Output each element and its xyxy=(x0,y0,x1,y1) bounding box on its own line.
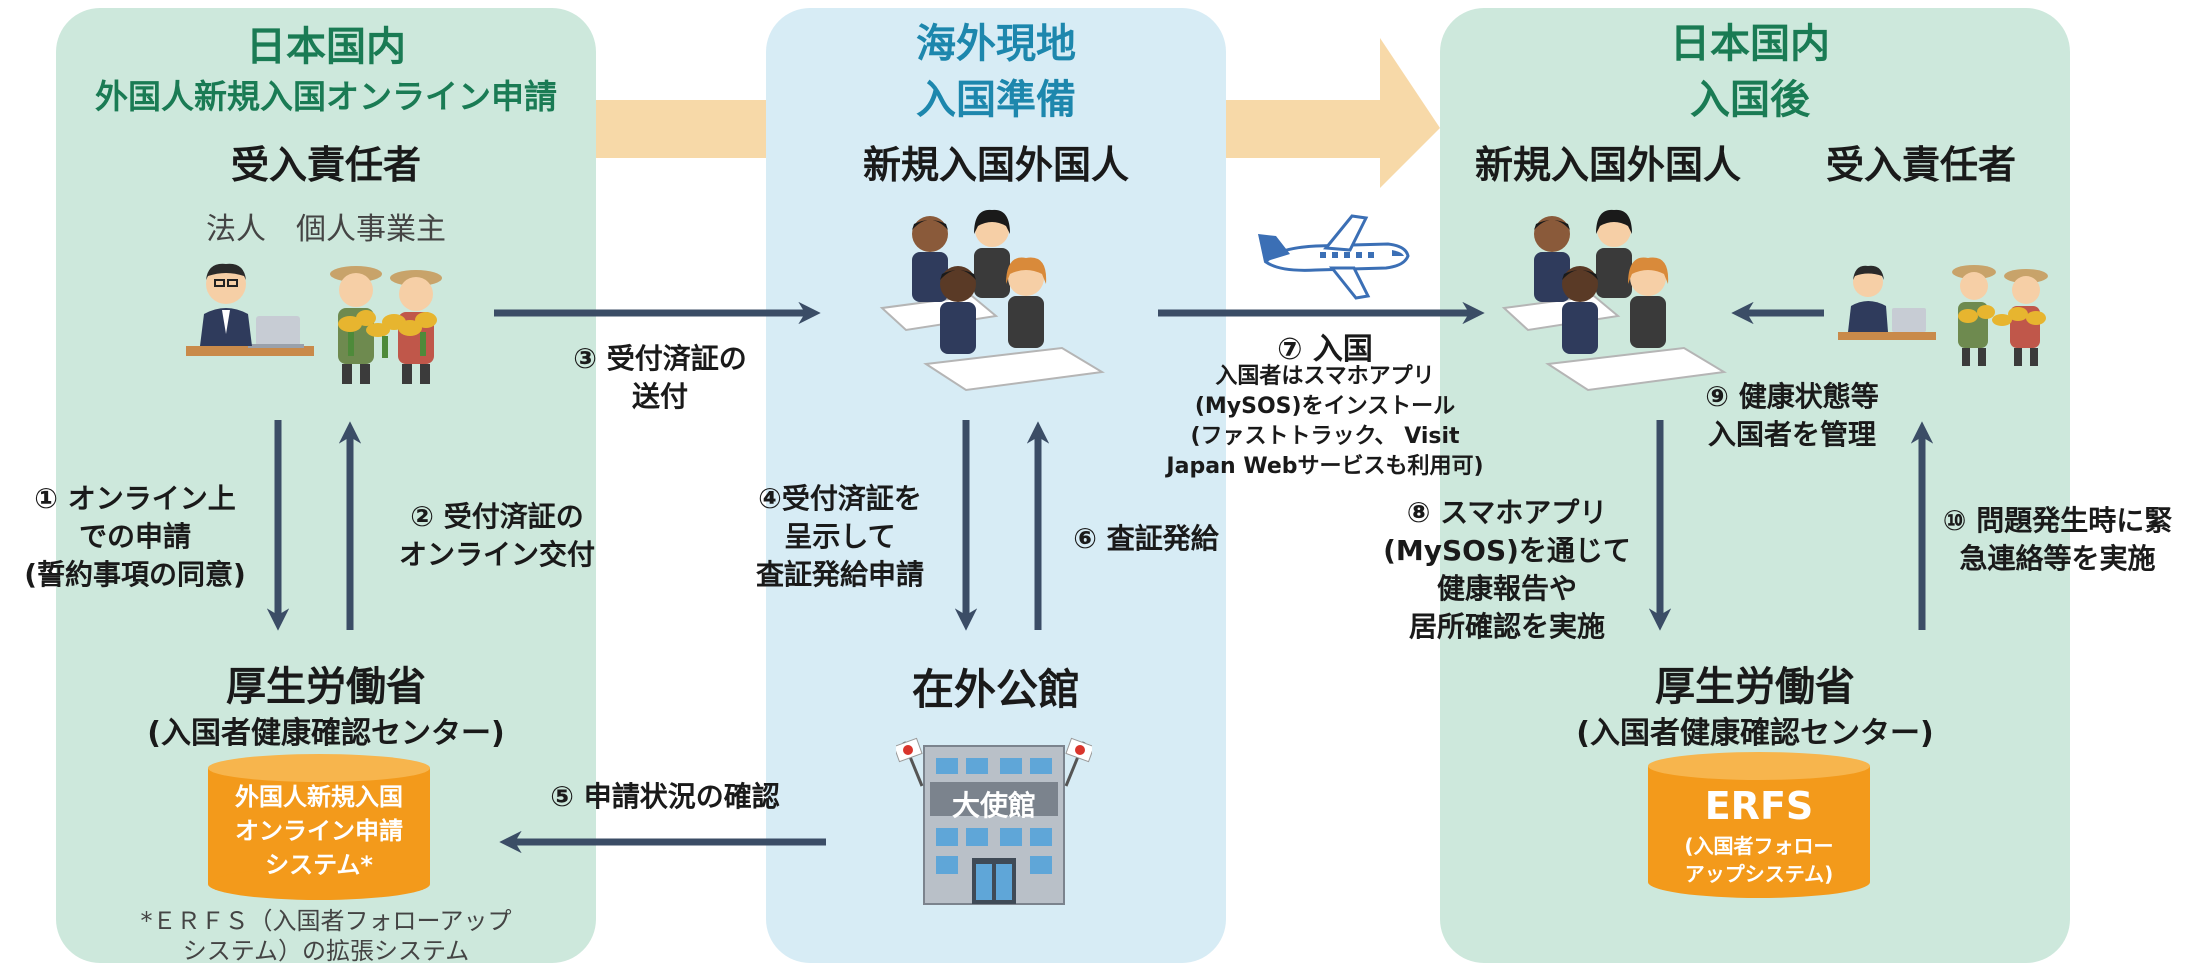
right-foreigner-title: 新規入国外国人 xyxy=(1474,143,1741,187)
mid-header: 海外現地 入国準備 xyxy=(916,21,1076,123)
businessman-laptop-illustration xyxy=(186,263,314,356)
airplane-icon xyxy=(1258,214,1410,300)
left-person-types: 法人 個人事業主 xyxy=(206,212,446,247)
left-ministry: 厚生労働省 xyxy=(226,664,426,710)
step1-label: ① オンライン上 での申請 (誓約事項の同意) xyxy=(24,482,246,591)
step4-label: ④受付済証を 呈示して 査証発給申請 xyxy=(755,482,924,591)
flow-band-left xyxy=(596,100,766,158)
left-footnote: *ＥＲＦＳ（入国者フォローアップ システム）の拡張システム xyxy=(140,907,512,965)
left-center: (入国者健康確認センター) xyxy=(147,716,505,751)
farmers-illustration xyxy=(330,266,442,384)
left-subheader: 外国人新規入国オンライン申請 xyxy=(95,77,557,116)
mid-embassy-title: 在外公館 xyxy=(911,665,1080,714)
right-erfs-cylinder xyxy=(1648,752,1870,898)
step8-label: ⑧ スマホアプリ (MySOS)を通じて 健康報告や 居所確認を実施 xyxy=(1383,496,1631,643)
right-ministry: 厚生労働省 xyxy=(1655,664,1855,710)
right-erfs-desc: (入国者フォロー アップシステム) xyxy=(1684,834,1834,886)
foreigners-group-illustration-right xyxy=(1501,209,1727,392)
right-center: (入国者健康確認センター) xyxy=(1576,716,1934,751)
step9-label: ⑨ 健康状態等 入国者を管理 xyxy=(1705,380,1879,451)
foreigners-group-illustration xyxy=(879,209,1105,392)
right-erfs-name: ERFS xyxy=(1704,784,1814,828)
businessman-laptop-illustration-right xyxy=(1838,265,1936,340)
step3-label: ③ 受付済証の 送付 xyxy=(573,342,747,413)
left-header: 日本国内 xyxy=(246,24,406,70)
step5-label: ⑤ 申請状況の確認 xyxy=(550,780,780,813)
embassy-building-illustration xyxy=(896,737,1092,905)
step7-title: ⑦ 入国 xyxy=(1277,332,1373,367)
step6-label: ⑥ 査証発給 xyxy=(1073,522,1219,555)
step2-label: ② 受付済証の オンライン交付 xyxy=(398,500,595,571)
flow-big-arrow-right xyxy=(1226,38,1440,188)
embassy-sign: 大使館 xyxy=(951,789,1036,822)
left-system-label: 外国人新規入国 オンライン申請 システム* xyxy=(235,783,403,879)
left-person-title: 受入責任者 xyxy=(230,143,421,187)
right-header: 日本国内 入国後 xyxy=(1670,21,1830,123)
right-person-title: 受入責任者 xyxy=(1825,143,2016,187)
mid-person-title: 新規入国外国人 xyxy=(862,143,1129,187)
farmers-illustration-right xyxy=(1952,265,2048,366)
step10-label: ⑩ 問題発生時に緊 急連絡等を実施 xyxy=(1942,504,2173,575)
step7-desc: 入国者はスマホアプリ (MySOS)をインストール (ファストトラック、 Vis… xyxy=(1166,364,1484,479)
left-system-cylinder xyxy=(208,754,430,900)
